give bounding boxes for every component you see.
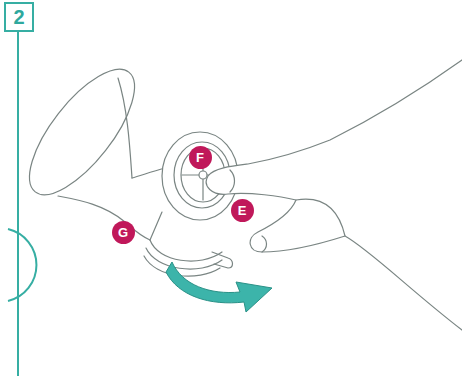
callout-circle [112, 221, 135, 244]
callout-circle [231, 199, 254, 222]
rotate-arrow [166, 262, 272, 312]
callout-letter: E [231, 199, 254, 222]
step-number: 2 [4, 2, 34, 32]
callout-letter: G [112, 221, 135, 244]
callout-circle [189, 146, 212, 169]
housing-side [150, 212, 162, 240]
thread [150, 240, 222, 261]
thread [144, 256, 220, 276]
funnel-rim [12, 54, 153, 211]
funnel-neck [132, 168, 165, 178]
callout-text: F [196, 151, 204, 164]
thread [146, 248, 222, 269]
fingernail [230, 170, 235, 192]
funnel-edge [118, 78, 132, 178]
callout-letter: F [189, 146, 212, 169]
step-rule [17, 31, 19, 376]
callout-text: G [118, 226, 128, 239]
callout-text: E [238, 204, 247, 217]
side-circle [8, 229, 36, 301]
thumbnail [262, 236, 267, 252]
valve-center [199, 171, 207, 179]
hand-crease [296, 199, 345, 236]
tab [212, 252, 233, 268]
funnel-edge [58, 196, 125, 222]
step-number-text: 2 [13, 7, 24, 27]
